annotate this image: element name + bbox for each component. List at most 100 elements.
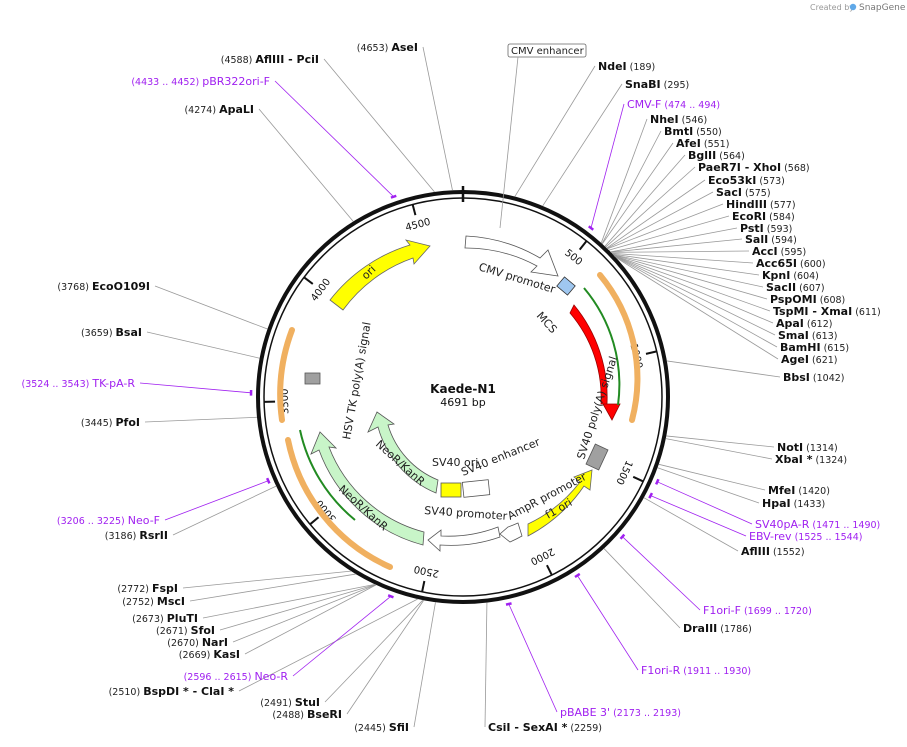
site-leader-line [610, 227, 738, 253]
site-leader-line [611, 250, 750, 253]
restriction-site: SnaBI (295) [542, 78, 689, 207]
site-leader-line [643, 497, 739, 552]
restriction-site: SacI (575) [606, 186, 771, 249]
site-label: BmtI (550) [664, 125, 722, 138]
site-label: (4653) AseI [357, 41, 418, 54]
site-label: (2752) MscI [122, 595, 185, 608]
scale-tick-mark [645, 350, 657, 355]
site-label: (2488) BseRI [272, 708, 342, 721]
scale-tick-mark [309, 516, 320, 526]
primer-label: F1ori-F (1699 .. 1720) [703, 604, 812, 617]
site-label: PspOMI (608) [770, 293, 845, 306]
site-label: BamHI (615) [780, 341, 849, 354]
site-label: AccI (595) [752, 245, 806, 258]
restriction-site: AfeI (551) [601, 137, 729, 245]
primer-site: pBABE 3' (2173 .. 2193) [505, 602, 681, 719]
primer-site: F1ori-R (1911 .. 1930) [574, 572, 751, 677]
site-leader-line [613, 255, 771, 312]
site-leader-line [601, 142, 674, 245]
plasmid-name: Kaede-N1 [430, 382, 496, 396]
restriction-site: Acc65I (600) [611, 252, 826, 270]
snapgene-logo-icon [849, 3, 857, 11]
primer-site: (3524 .. 3543) TK-pA-R [22, 377, 253, 396]
site-leader-line [615, 257, 779, 360]
restriction-site: BamHI (615) [614, 255, 849, 354]
primer-mark [619, 533, 626, 540]
restriction-site: MfeI (1420) [658, 463, 830, 497]
feature-mcs-box [556, 276, 576, 296]
restriction-site: SmaI (613) [614, 255, 837, 342]
site-leader-line [219, 584, 376, 631]
site-label: Eco53kI (573) [708, 174, 785, 187]
site-leader-line [238, 598, 418, 692]
site-leader-line [154, 285, 268, 330]
site-leader-line [613, 254, 764, 288]
primer-leader-line [292, 596, 392, 677]
site-label: TspMI - XmaI (611) [773, 305, 881, 318]
site-label: BbsI (1042) [783, 371, 845, 384]
site-leader-line [610, 238, 743, 253]
primer-leader-line [577, 575, 639, 671]
site-label: MfeI (1420) [768, 484, 830, 497]
site-label: (4588) AflIII - PciI [221, 53, 319, 66]
orf-outline-neo [285, 437, 393, 570]
site-label: DraIII (1786) [683, 622, 752, 635]
site-leader-line [422, 46, 453, 191]
primer-site: (2596 .. 2615) Neo-R [184, 594, 394, 683]
restriction-site: (3768) EcoO109I [57, 280, 268, 330]
site-leader-line [232, 584, 376, 643]
snapgene-credit: Created by SnapGene [810, 3, 906, 13]
site-leader-line [323, 58, 435, 193]
site-leader-line [601, 130, 662, 244]
site-leader-line [413, 602, 436, 728]
restriction-site: NdeI (189) [514, 60, 655, 197]
primer-site: CMV-F (474 .. 494) [587, 98, 720, 231]
restriction-site: NheI (546) [600, 113, 707, 244]
restriction-site: (2772) FspI [117, 570, 352, 595]
site-leader-line [605, 166, 696, 248]
site-label: EcoRI (584) [732, 210, 795, 223]
primer-site: F1ori-F (1699 .. 1720) [619, 533, 812, 617]
feature-sv40-polya-box [585, 443, 609, 471]
site-label: SacI (575) [716, 186, 771, 199]
site-label: (2445) SfiI [354, 721, 409, 734]
feature-f1ori-arrow [527, 469, 593, 537]
primer-leader-line [590, 103, 625, 229]
restriction-site: ApaI (612) [614, 255, 832, 330]
site-label: AflIII (1552) [741, 545, 805, 558]
site-label: SalI (594) [745, 233, 797, 246]
primer-leader-line [164, 480, 269, 521]
primer-leader-line [274, 80, 394, 197]
site-leader-line [665, 438, 773, 460]
site-leader-line [189, 573, 356, 602]
site-leader-line [172, 485, 277, 536]
restriction-site: (2673) PluTI [132, 584, 376, 625]
site-label: AgeI (621) [781, 353, 838, 366]
site-label: CsiI - SexAI * (2259) [488, 721, 602, 734]
primer-leader-line [139, 382, 252, 394]
site-label: XbaI * (1324) [775, 453, 847, 466]
orf-outline-upper [277, 327, 295, 423]
site-label: PstI (593) [740, 222, 792, 235]
restriction-site: HindIII (577) [607, 198, 796, 250]
primer-label: CMV-F (474 .. 494) [627, 98, 720, 111]
restriction-site: Eco53kI (573) [606, 174, 785, 249]
feature-sv40-enhancer-box [461, 479, 491, 498]
orf-arrow-neo [299, 429, 356, 521]
primer-leader-line [650, 495, 747, 537]
scale-tick-mark [421, 580, 426, 592]
primer-site: SV40pA-R (1471 .. 1490) [655, 478, 880, 531]
feature-cmv-promoter-arrow [464, 235, 559, 277]
site-label: Acc65I (600) [756, 257, 826, 270]
site-leader-line [144, 416, 258, 423]
restriction-site: (2669) KasI [179, 584, 377, 661]
site-leader-line [666, 360, 781, 378]
primer-label: (3206 .. 3225) Neo-F [57, 514, 160, 527]
site-label: SmaI (613) [778, 329, 837, 342]
feature-cmv-enhancer-leader [499, 56, 519, 229]
restriction-site: AccI (595) [611, 245, 806, 258]
site-leader-line [612, 253, 760, 276]
scale-tick-label: 2500 [413, 563, 440, 579]
